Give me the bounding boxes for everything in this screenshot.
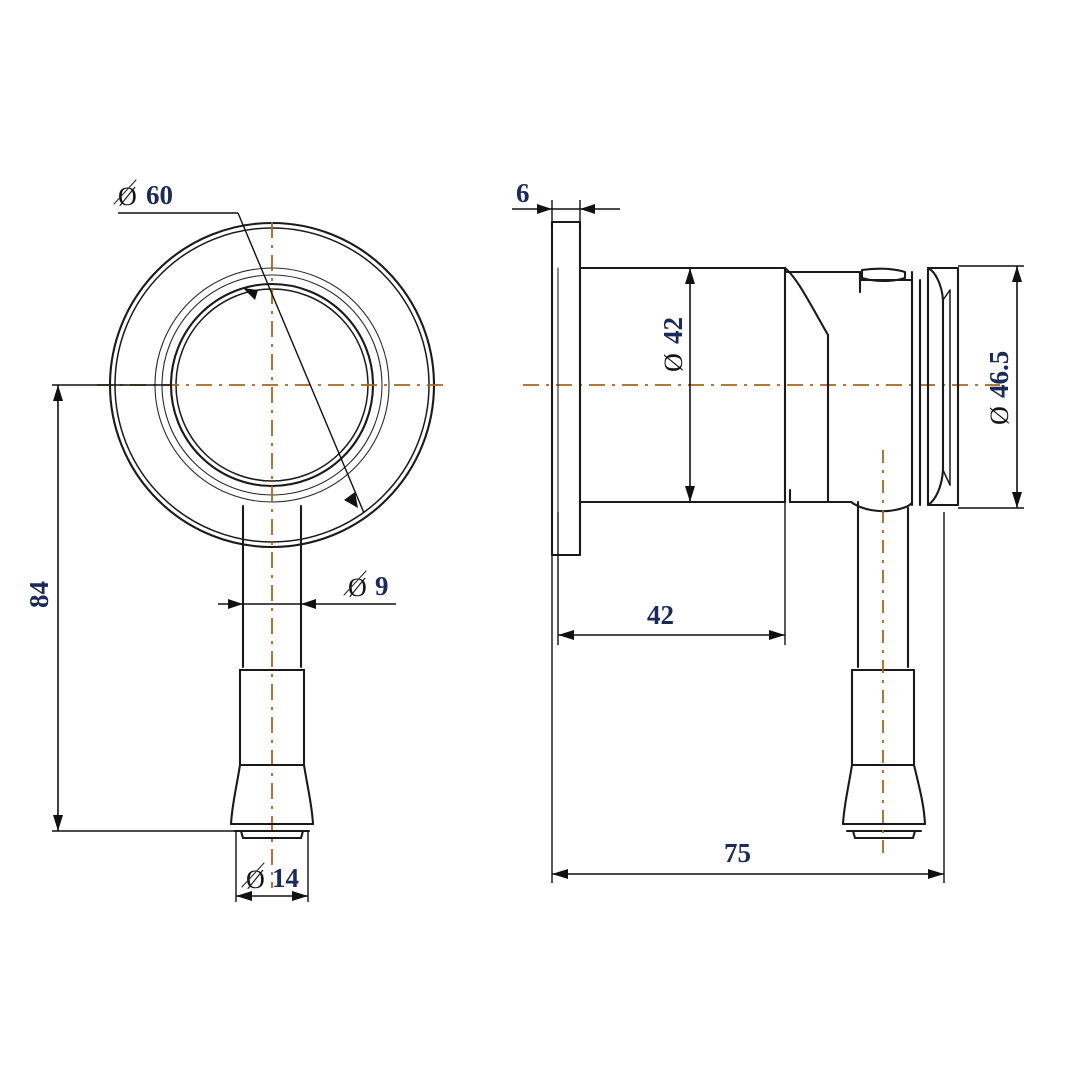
front-view-group xyxy=(97,221,447,888)
dim-height-84-value: 84 xyxy=(24,581,54,608)
dim-dia-9: Ø 9 xyxy=(218,570,396,609)
side-handle-skirt xyxy=(841,763,927,826)
side-handle xyxy=(841,450,927,860)
dim-dia-42-arrow-top xyxy=(685,268,695,284)
dim-dia-42: Ø 42 xyxy=(658,268,695,502)
side-cap-lower-arc xyxy=(849,500,914,513)
dim-thickness-6-arrow-right xyxy=(580,204,595,214)
dim-length-42-arrow-right xyxy=(769,630,785,640)
dim-length-75-arrow-left xyxy=(552,869,568,879)
side-handle-grip xyxy=(850,668,916,767)
front-handle xyxy=(229,504,315,840)
side-body xyxy=(578,266,787,504)
side-cap xyxy=(849,266,960,513)
dim-dia-9-value: 9 xyxy=(375,571,389,601)
dim-dia-9-arrow-right xyxy=(301,599,316,609)
dim-dia-46-5-value: 46.5 xyxy=(984,351,1014,398)
front-handle-grip xyxy=(238,668,306,767)
front-handle-shaft xyxy=(241,504,303,669)
dim-dia-60-arrow-top xyxy=(243,288,258,300)
dim-length-75: 75 xyxy=(551,512,945,883)
side-cap-profile xyxy=(926,266,945,507)
dim-dia-42-arrow-bottom xyxy=(685,486,695,502)
dim-dia-60: Ø 60 xyxy=(113,179,365,514)
dim-dia-60-slash xyxy=(113,179,137,205)
dim-dia-60-value: 60 xyxy=(146,180,173,210)
side-cap-body xyxy=(926,266,960,507)
dim-dia-46-5-arrow-bottom xyxy=(1012,492,1022,508)
dim-length-42-value: 42 xyxy=(647,600,674,630)
dim-dia-14-symbol: Ø xyxy=(246,865,265,894)
side-flange-plate xyxy=(550,220,582,557)
dim-dia-9-arrow-left xyxy=(228,599,243,609)
dim-length-42: 42 xyxy=(557,502,786,645)
dim-dia-14-value: 14 xyxy=(272,863,299,893)
side-transition xyxy=(783,266,914,504)
front-handle-end-cap xyxy=(239,829,305,840)
dim-dia-9-slash xyxy=(343,570,367,596)
dim-dia-46-5-symbol: Ø xyxy=(985,406,1014,425)
dim-dia-14-arrow-right xyxy=(292,891,308,901)
dim-thickness-6-value: 6 xyxy=(516,178,530,208)
side-transition-arc xyxy=(783,266,830,387)
dim-dia-46-5-arrow-top xyxy=(1012,266,1022,282)
side-transition-lower xyxy=(788,383,830,504)
side-cap-chamfers xyxy=(942,289,951,486)
dim-length-42-arrow-left xyxy=(558,630,574,640)
dim-dia-9-symbol: Ø xyxy=(348,573,367,602)
dim-height-84: 84 xyxy=(24,384,236,832)
side-flange xyxy=(550,220,582,557)
dim-dia-42-symbol: Ø xyxy=(659,353,688,372)
dim-thickness-6: 6 xyxy=(512,178,620,230)
dim-dia-60-leader xyxy=(237,212,365,514)
dim-dia-60-symbol: Ø xyxy=(118,182,137,211)
dim-dia-14-arrow-left xyxy=(236,891,252,901)
dim-dia-46-5: Ø 46.5 xyxy=(958,265,1024,509)
side-body-outline xyxy=(578,266,787,504)
dim-thickness-6-arrow-left xyxy=(537,204,552,214)
dim-height-84-arrow-top xyxy=(53,385,63,401)
dim-length-75-arrow-right xyxy=(928,869,944,879)
dim-dia-42-value: 42 xyxy=(658,317,688,344)
dim-dia-60-arrow-bottom xyxy=(344,492,358,508)
dim-dia-14-slash xyxy=(241,862,265,888)
side-view-group xyxy=(523,220,1000,860)
dim-height-84-arrow-bottom xyxy=(53,815,63,831)
side-handle-end-cap xyxy=(851,829,917,840)
dim-length-75-value: 75 xyxy=(724,838,751,868)
dim-dia-14: Ø 14 xyxy=(235,831,309,902)
